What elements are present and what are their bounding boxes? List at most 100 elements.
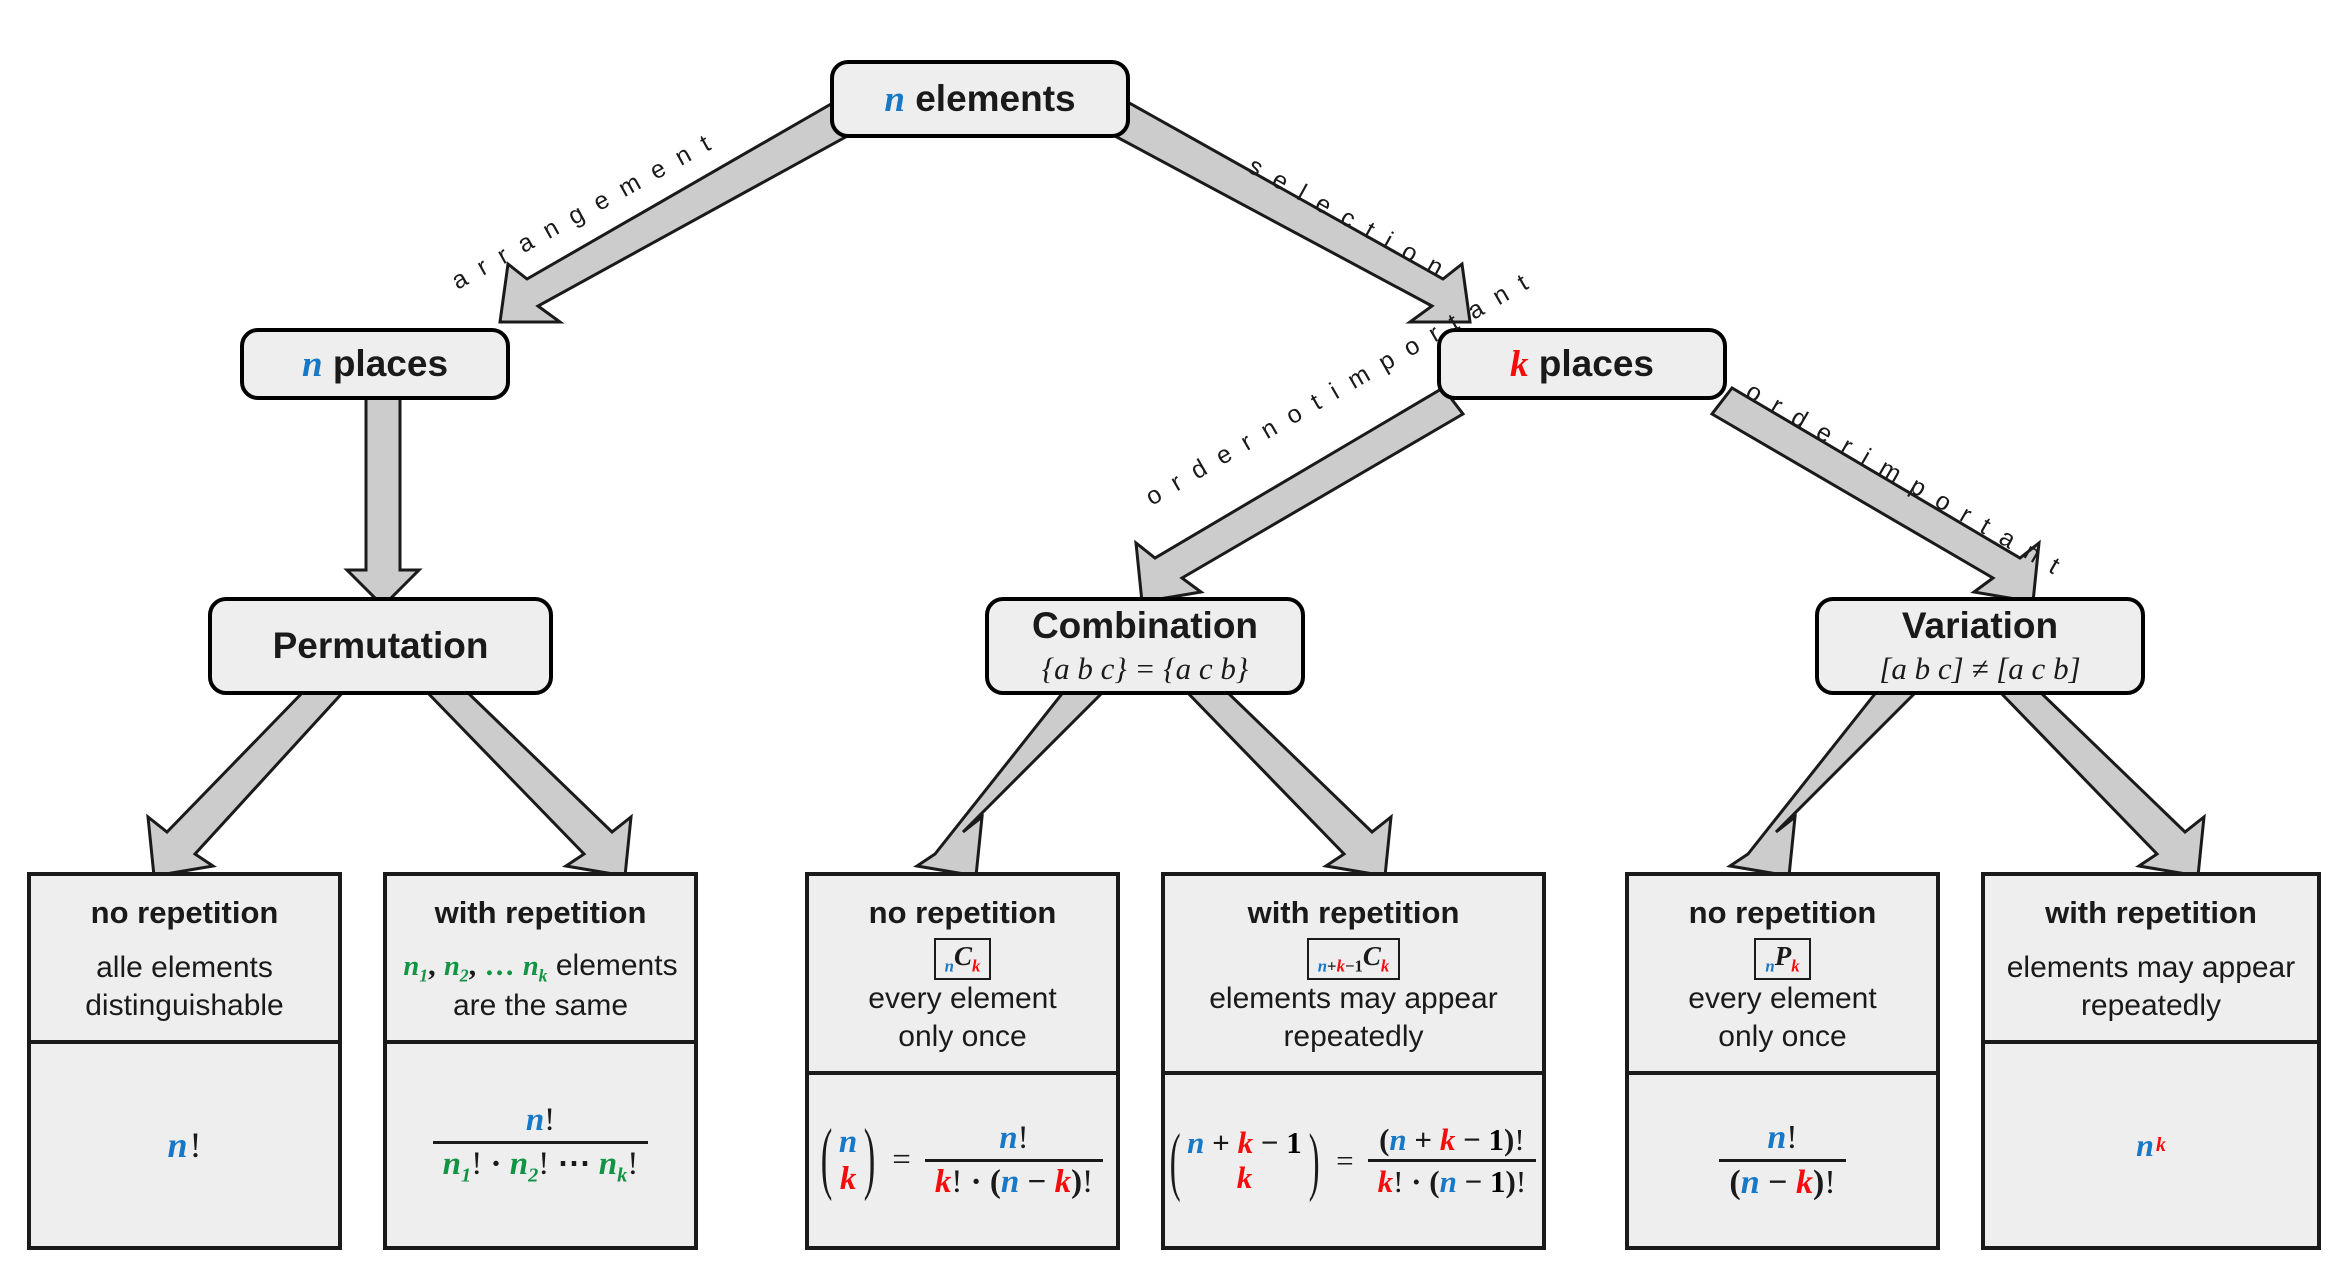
leaf-lower: ( n + k − 1 k ) = (n + k − 1)! k! · (n −… — [1165, 1075, 1542, 1246]
symbol-n-sub-2: n2 — [509, 1145, 539, 1187]
notation-subscript: n+k−1 — [1317, 956, 1363, 976]
node-n-places-label: n places — [302, 343, 448, 385]
symbol-rparen: ) — [1308, 1117, 1320, 1204]
leaf-heading: with repetition — [434, 895, 647, 930]
symbol-dot: · — [970, 1163, 982, 1200]
fraction-numerator: n! — [516, 1103, 565, 1141]
symbol-cdots: ⋯ — [557, 1145, 591, 1182]
arrow-variation-no-repetition — [1726, 688, 1922, 878]
node-n-elements[interactable]: n elements — [830, 60, 1130, 138]
arrow-order-important — [1709, 386, 2041, 604]
symbol-n: n — [2136, 1126, 2154, 1163]
node-n-elements-text: elements — [915, 77, 1076, 119]
leaf-formula: ( n + k − 1 k ) = (n + k − 1)! k! · (n −… — [1167, 1123, 1540, 1198]
symbol-factorial: ! — [189, 1125, 202, 1165]
symbol-n-sub-k: nk — [598, 1145, 628, 1187]
symbol-lparen: ( — [820, 1115, 833, 1204]
fraction: n! k! · (n − k)! — [924, 1119, 1104, 1201]
leaf-description-line: every element — [1688, 982, 1877, 1016]
node-combination-example: {a b c} = {a c b} — [1041, 650, 1249, 686]
symbol-n: n — [1000, 1163, 1020, 1200]
symbol-k: k — [1791, 956, 1800, 976]
fraction: n! (n − k)! — [1719, 1118, 1846, 1201]
symbol-lparen: ( — [1169, 1117, 1181, 1204]
symbol-n: n — [884, 78, 905, 120]
leaf-description-line: elements may appear — [2006, 951, 2296, 984]
symbol-n: n — [301, 343, 323, 385]
leaf-description-line: elements may appear — [1209, 982, 1498, 1016]
node-n-places[interactable]: n places — [240, 328, 510, 400]
node-permutation[interactable]: Permutation — [208, 597, 553, 695]
symbol-k: k — [839, 1160, 857, 1197]
symbol-P: P — [1774, 941, 1792, 972]
fraction-numerator: n! — [1767, 1118, 1798, 1156]
symbol-rparen: ) — [863, 1115, 876, 1204]
node-combination[interactable]: Combination {a b c} = {a c b} — [985, 597, 1305, 695]
fraction-denominator: k! · (n − k)! — [924, 1158, 1104, 1201]
leaf-permutation-with-repetition[interactable]: with repetition n1, n2, … nk elements ar… — [383, 872, 698, 1250]
leaf-permutation-no-repetition[interactable]: no repetition alle elements distinguisha… — [27, 872, 342, 1250]
arrow-combination-no-repetition — [913, 688, 1109, 878]
fraction-numerator: (n + k − 1)! — [1379, 1122, 1525, 1158]
leaf-description-line: only once — [898, 1019, 1027, 1053]
symbol-dot: · — [490, 1145, 502, 1182]
leaf-lower: n! n1! · n2! ⋯ nk! — [387, 1044, 694, 1246]
leaf-heading: with repetition — [2045, 895, 2257, 930]
leaf-combination-no-repetition[interactable]: no repetition nCk every element only onc… — [805, 872, 1120, 1250]
binomial-stack: n + k − 1 k — [1183, 1124, 1306, 1195]
symbol-n: n — [167, 1125, 188, 1165]
node-n-places-text: places — [332, 342, 449, 384]
leaf-description-line: n1, n2, … nk elements — [403, 947, 677, 987]
symbol-equals: = — [892, 1142, 911, 1179]
leaf-variation-with-repetition[interactable]: with repetition elements may appear repe… — [1981, 872, 2321, 1250]
symbol-k: k — [1510, 343, 1529, 385]
leaf-description-line: repeatedly — [1283, 1019, 1424, 1053]
leaf-description-line: every element — [868, 982, 1057, 1016]
leaf-description-line: only once — [1718, 1019, 1847, 1053]
fraction-denominator: n1! · n2! ⋯ nk! — [432, 1140, 649, 1187]
leaf-description: every element only once — [862, 980, 1062, 1055]
arrow-permutation-with-repetition — [421, 688, 633, 878]
leaf-description: elements may appear repeatedly — [2001, 949, 2302, 1024]
symbol-k: k — [2155, 1133, 2166, 1156]
symbol-minus: − — [1027, 1163, 1047, 1200]
leaf-description: alle elements distinguishable — [79, 949, 289, 1024]
symbol-C: C — [1362, 941, 1381, 972]
leaf-notation-nPk: nPk — [1754, 938, 1811, 981]
node-k-places-label: k places — [1510, 343, 1654, 385]
symbol-factorial: ! — [544, 1102, 556, 1139]
leaf-upper: no repetition alle elements distinguisha… — [31, 876, 338, 1044]
leaf-description-line: are the same — [452, 988, 629, 1022]
symbol-n-sub-1: n1 — [442, 1145, 472, 1187]
symbol-ellipsis: … — [484, 948, 515, 982]
symbol-k: k — [971, 956, 981, 976]
leaf-lower: n! — [31, 1044, 338, 1246]
leaf-heading: no repetition — [868, 895, 1057, 930]
symbol-n: n — [525, 1102, 545, 1139]
symbol-n-sub-1: n1 — [403, 950, 429, 986]
symbol-n-sub-k: nk — [522, 950, 548, 986]
symbol-n-sub-2: n2 — [443, 950, 469, 986]
edge-label-arrangement: a r r a n g e m e n t — [446, 127, 719, 296]
leaf-variation-no-repetition[interactable]: no repetition nPk every element only onc… — [1625, 872, 1940, 1250]
leaf-combination-with-repetition[interactable]: with repetition n+k−1Ck elements may app… — [1161, 872, 1546, 1250]
binomial-top: n + k − 1 — [1187, 1124, 1302, 1160]
symbol-equals: = — [1336, 1142, 1354, 1178]
node-k-places[interactable]: k places — [1437, 328, 1727, 400]
node-variation[interactable]: Variation [a b c] ≠ [a c b] — [1815, 597, 2145, 695]
fraction-numerator: n! — [999, 1119, 1029, 1156]
leaf-description-word: elements — [555, 948, 678, 982]
binomial-bottom: k — [1236, 1159, 1253, 1195]
leaf-lower: ( n k ) = n! k! · (n − k)! — [809, 1075, 1116, 1246]
arrow-n-places-to-permutation — [343, 386, 423, 609]
symbol-n: n — [944, 956, 954, 976]
leaf-lower: n! (n − k)! — [1629, 1075, 1936, 1246]
node-n-elements-label: n elements — [884, 78, 1075, 120]
leaf-notation-n-plus-k-minus-1-C-k: n+k−1Ck — [1306, 938, 1401, 981]
symbol-comma: , — [428, 948, 436, 982]
symbol-k: k — [1380, 956, 1390, 976]
symbol-k: k — [1054, 1163, 1072, 1200]
node-permutation-label: Permutation — [272, 625, 489, 667]
